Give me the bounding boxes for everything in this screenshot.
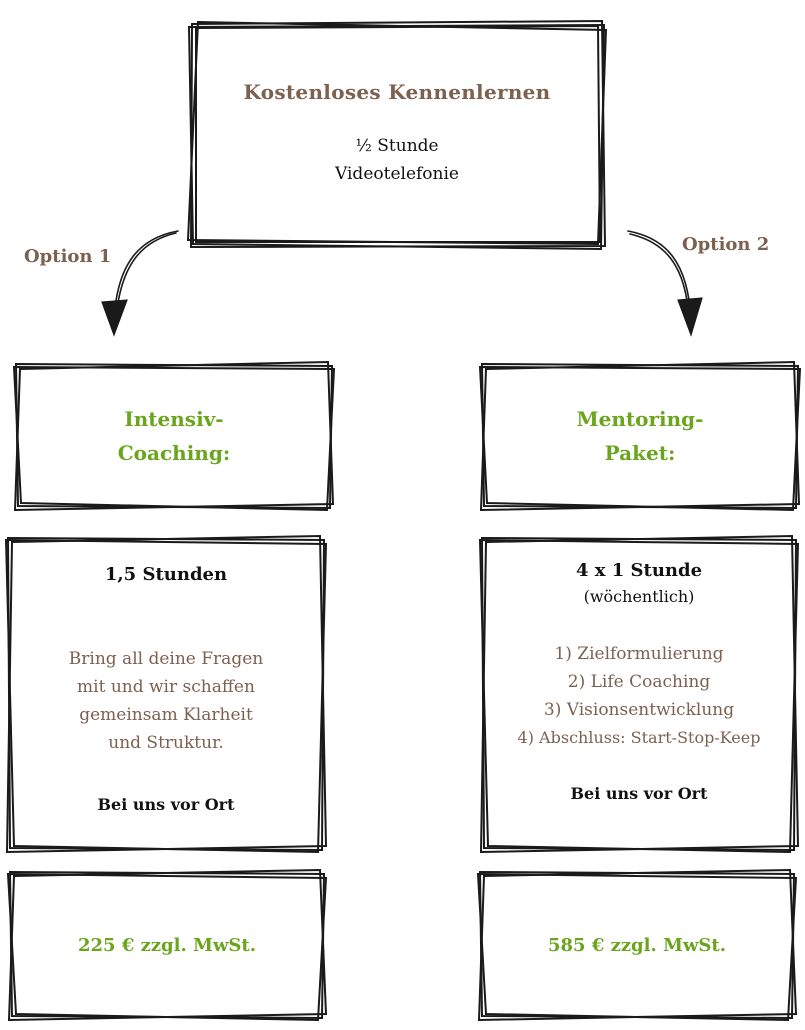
left-duration: 1,5 Stunden	[104, 564, 228, 585]
option-2-label: Option 2	[682, 234, 770, 255]
intro-format: Videotelefonie	[335, 164, 459, 184]
left-price: 225 € zzgl. MwSt.	[77, 934, 257, 956]
right-step: 3) Visionsentwicklung	[543, 700, 735, 720]
option-1-label: Option 1	[24, 246, 112, 267]
arrowhead-right	[677, 297, 703, 337]
intro-box-frame	[186, 19, 608, 251]
left-desc-line: mit und wir schaffen	[77, 677, 255, 697]
left-desc-line: Bring all deine Fragen	[68, 649, 264, 669]
right-location: Bei uns vor Ort	[570, 784, 708, 803]
intro-duration: ½ Stunde	[355, 136, 439, 156]
right-duration: 4 x 1 Stunde	[575, 560, 703, 581]
right-step: 2) Life Coaching	[567, 672, 711, 692]
right-package-name-line1: Mentoring-	[576, 407, 704, 431]
right-step: 1) Zielformulierung	[554, 644, 724, 664]
left-desc-line: und Struktur.	[108, 733, 224, 753]
right-package-box: Mentoring- Paket:	[478, 360, 802, 512]
left-details-box: 1,5 Stunden Bring all deine Fragen mit u…	[4, 534, 328, 854]
right-step: 4) Abschluss: Start-Stop-Keep	[517, 728, 761, 747]
right-price: 585 € zzgl. MwSt.	[547, 934, 727, 956]
intro-title: Kostenloses Kennenlernen	[243, 80, 551, 104]
right-price-box: 585 € zzgl. MwSt.	[476, 868, 798, 1022]
right-details-box: 4 x 1 Stunde (wöchentlich) 1) Zielformul…	[478, 534, 800, 854]
arrowhead-left	[101, 299, 128, 337]
left-desc-line: gemeinsam Klarheit	[79, 705, 253, 725]
left-price-box: 225 € zzgl. MwSt.	[6, 868, 328, 1022]
right-package-name-line2: Paket:	[604, 441, 676, 465]
right-frequency: (wöchentlich)	[583, 587, 695, 606]
left-package-box: Intensiv- Coaching:	[12, 360, 336, 512]
left-package-name-line1: Intensiv-	[124, 407, 224, 431]
left-package-name-line2: Coaching:	[117, 441, 231, 465]
left-location: Bei uns vor Ort	[97, 795, 235, 814]
intro-box: Kostenloses Kennenlernen ½ Stunde Videot…	[186, 18, 608, 251]
